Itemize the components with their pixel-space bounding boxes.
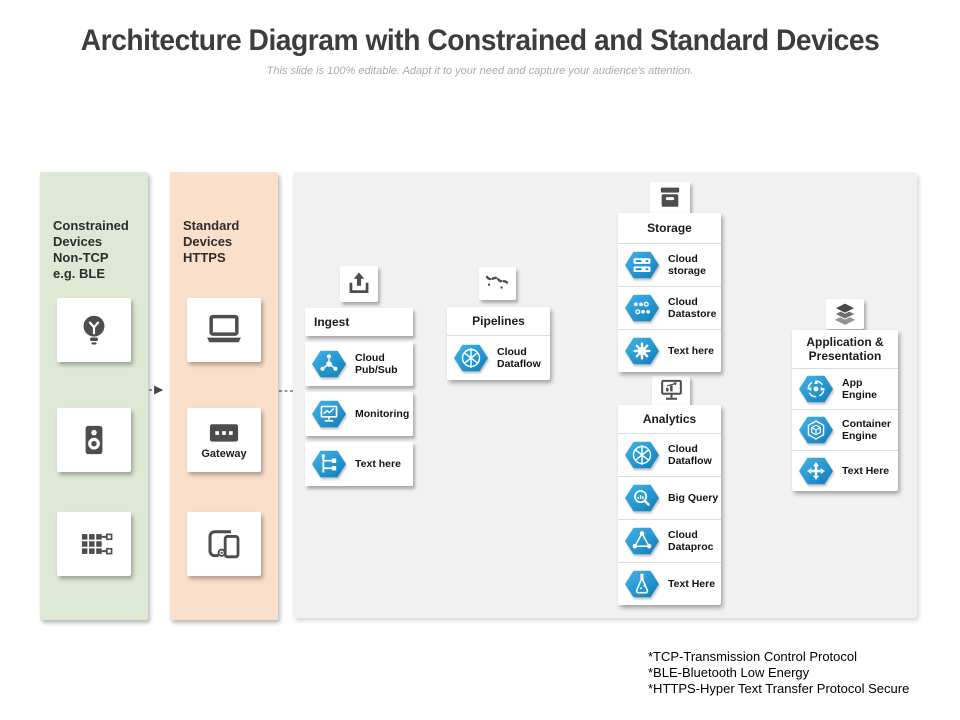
pipeline-icon [485,275,510,289]
mobile-devices-icon [208,530,240,559]
circuit-device-icon [81,533,113,555]
node-label: Monitoring [355,407,410,420]
group-application-title: Application & Presentation [806,335,884,363]
node-application-text-here[interactable]: Text Here [792,450,898,491]
node-container-engine[interactable]: Container Engine [792,409,898,450]
group-pipelines-header: Pipelines [447,307,550,335]
upload-card[interactable] [340,266,378,302]
standard-devices-panel: Standard Devices HTTPS Gateway [170,172,278,620]
analytics-monitor-card[interactable] [652,376,690,406]
node-label: Cloud storage [668,252,706,278]
gateway-dots-icon [209,423,239,442]
group-storage-header: Storage [618,213,721,243]
node-cloud-pubsub[interactable]: Cloud Pub/Sub [305,342,413,386]
speaker-icon [85,425,103,455]
page-title: Architecture Diagram with Constrained an… [80,24,880,57]
bigquery-hexagon-icon [625,484,659,512]
node-label: App Engine [842,376,878,402]
node-monitoring[interactable]: Monitoring [305,392,413,436]
node-cloud-dataflow[interactable]: Cloud Dataflow [447,335,550,380]
group-analytics: Analytics Cloud Dataflow Big Query [618,405,721,605]
archive-box-icon [660,187,680,207]
constrained-devices-panel: Constrained Devices Non-TCP e.g. BLE [40,172,148,620]
standard-devices-label: Standard Devices HTTPS [183,218,240,265]
datastore-hexagon-icon [625,294,659,322]
group-analytics-title: Analytics [642,412,697,426]
group-ingest-header: Ingest [305,308,413,336]
node-cloud-datastore[interactable]: Cloud Datastore [618,286,721,329]
footnotes: *TCP-Transmission Control Protocol *BLE-… [648,649,909,697]
gateway-label: Gateway [201,447,247,460]
node-label: Text Here [668,577,716,590]
pipeline-card[interactable] [479,267,516,300]
node-label: Cloud Datastore [668,295,717,321]
footnote-https: *HTTPS-Hyper Text Transfer Protocol Secu… [648,681,910,696]
node-cloud-storage[interactable]: Cloud storage [618,243,721,286]
node-analytics-text-here[interactable]: Text Here [618,562,721,605]
container-hexagon-icon [799,416,833,444]
footnote-tcp: *TCP-Transmission Control Protocol [648,649,858,664]
node-big-query[interactable]: Big Query [618,476,721,519]
page-subtitle: This slide is 100% editable. Adapt it to… [266,65,694,77]
node-ingest-text-here[interactable]: Text here [305,442,413,486]
flow-hexagon-icon [312,450,346,478]
dataflow-hexagon-icon [454,344,488,372]
group-application-header: Application & Presentation [792,330,898,368]
laptop-icon [207,314,241,343]
node-label: Cloud Pub/Sub [355,351,398,377]
appengine-hexagon-icon [799,375,833,403]
speaker-card[interactable] [57,408,131,472]
footnote-ble: *BLE-Bluetooth Low Energy [648,665,810,680]
archive-card[interactable] [650,182,690,214]
storage-hexagon-icon [625,251,659,279]
group-storage-title: Storage [647,221,692,235]
group-application: Application & Presentation App Engine Co… [792,330,898,491]
group-ingest-title: Ingest [314,315,350,329]
group-ingest: Ingest Cloud Pub/Sub Monitoring [305,308,413,492]
group-pipelines: Pipelines Cloud Dataflow [447,307,550,380]
node-label: Container Engine [842,417,892,443]
dataflow-hexagon-icon [625,441,659,469]
node-label: Big Query [668,491,719,504]
node-storage-text-here[interactable]: Text here [618,329,721,372]
node-label: Cloud Dataflow [497,345,541,371]
group-storage: Storage Cloud storage [618,213,721,372]
node-label: Text here [355,457,401,470]
node-label: Text Here [842,464,890,477]
node-label: Cloud Dataproc [668,528,714,554]
node-label: Cloud Dataflow [668,442,712,468]
gear-hexagon-icon [625,337,659,365]
flask-hexagon-icon [625,570,659,598]
gateway-card[interactable]: Gateway [187,408,261,472]
node-analytics-dataflow[interactable]: Cloud Dataflow [618,433,721,476]
move-arrows-hexagon-icon [799,457,833,485]
laptop-card[interactable] [187,298,261,362]
lightbulb-card[interactable] [57,298,131,362]
pubsub-hexagon-icon [312,350,346,378]
circuit-device-card[interactable] [57,512,131,576]
monitor-chart-icon [660,379,682,400]
mobile-devices-card[interactable] [187,512,261,576]
group-analytics-header: Analytics [618,405,721,433]
layers-card[interactable] [826,299,864,329]
monitoring-hexagon-icon [312,400,346,428]
constrained-devices-label: Constrained Devices Non-TCP e.g. BLE [53,218,129,281]
dataproc-hexagon-icon [625,527,659,555]
node-app-engine[interactable]: App Engine [792,368,898,409]
node-label: Text here [668,344,714,357]
layers-icon [833,302,857,325]
group-pipelines-title: Pipelines [472,314,525,328]
node-cloud-dataproc[interactable]: Cloud Dataproc [618,519,721,562]
lightbulb-icon [83,315,105,345]
upload-icon [349,272,369,294]
